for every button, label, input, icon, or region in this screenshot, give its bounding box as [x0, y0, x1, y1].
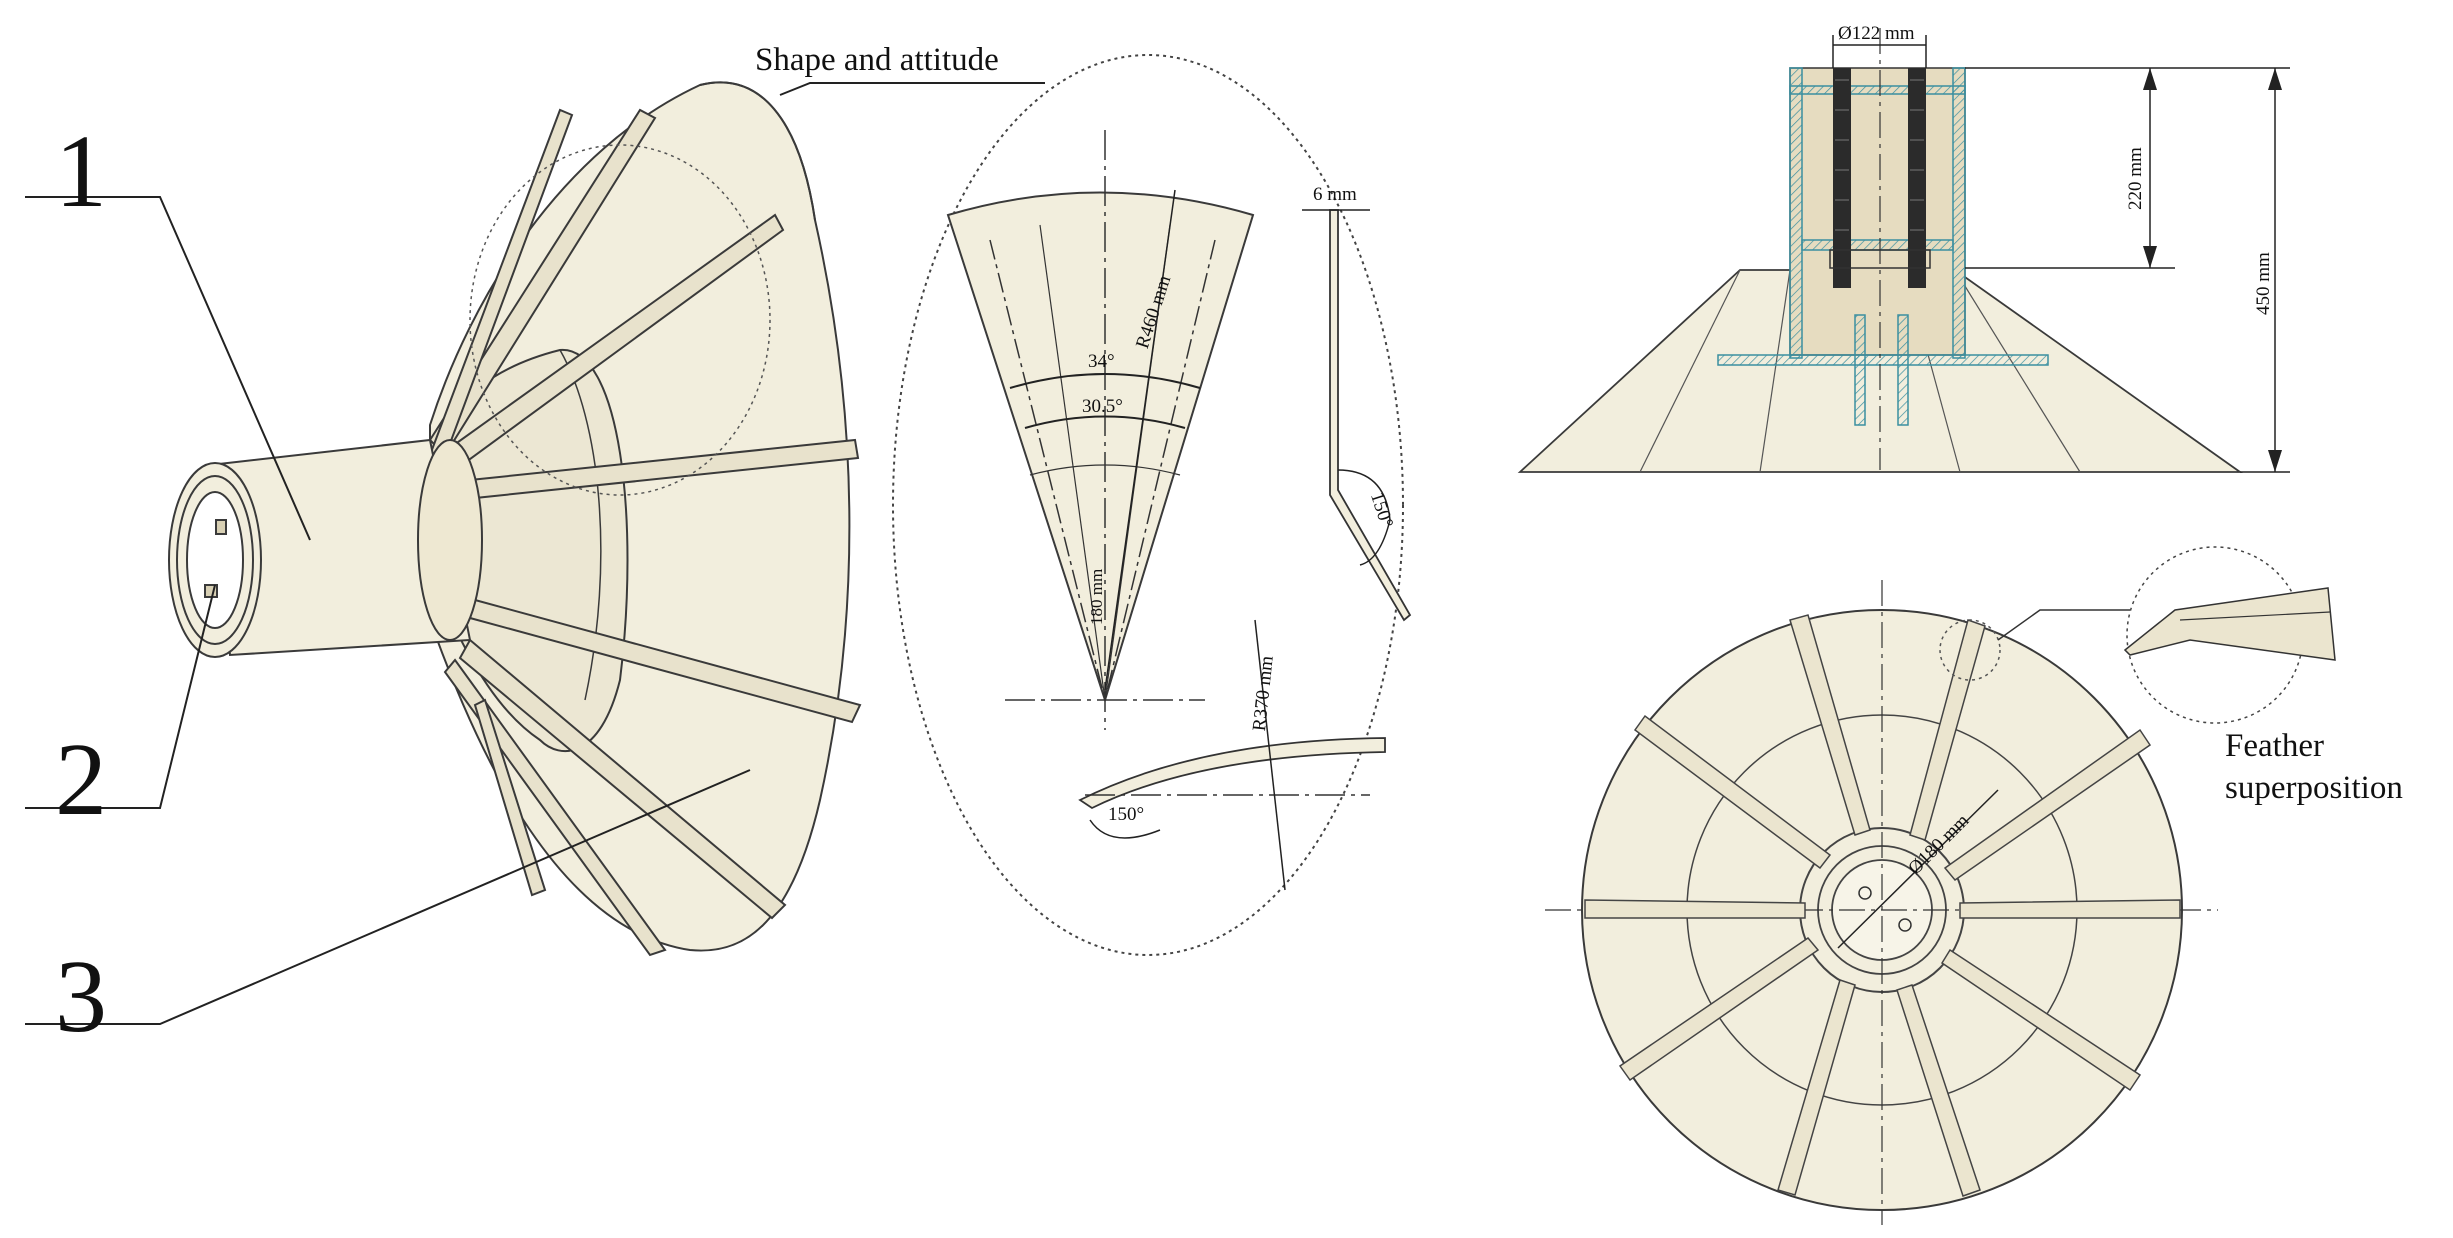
hub-cylinder	[168, 438, 483, 658]
callout-3: 3	[55, 939, 107, 1054]
leader-lines	[25, 82, 1045, 1025]
leader-1	[25, 196, 311, 541]
dim-height-450: 450 mm	[2253, 252, 2274, 315]
dim-diameter-122: Ø122 mm	[1838, 23, 1915, 44]
dim-height-220: 220 mm	[2125, 147, 2146, 210]
blade-side-profile	[1329, 209, 1412, 622]
dim-angle-34: 34°	[1088, 351, 1115, 372]
blade-detail-ellipse	[892, 54, 1404, 956]
leader-3	[25, 769, 751, 1025]
section-bolt-left	[1833, 68, 1851, 288]
caption-shape-attitude: Shape and attitude	[755, 42, 999, 78]
dim-thickness-6: 6 mm	[1313, 184, 1357, 205]
dim-length-180: 180 mm	[1087, 568, 1106, 625]
leader-2	[25, 584, 216, 809]
isometric-disc-view	[168, 81, 862, 957]
section-view	[1517, 28, 2290, 473]
blade-flange-profile	[1078, 737, 1386, 810]
dim-angle-30-5: 30.5°	[1082, 396, 1123, 417]
top-view-vanes	[1584, 614, 2181, 1197]
top-view	[1545, 546, 2336, 1225]
blade-detail-view	[892, 54, 1412, 956]
feather-detail-shape	[2123, 587, 2336, 661]
leader-shape-attitude	[779, 82, 1045, 96]
zoom-circle-small	[469, 144, 771, 496]
caption-feather-line1: Feather	[2225, 728, 2324, 764]
caption-feather-line2: superposition	[2225, 770, 2403, 806]
section-hub-body	[1789, 67, 1966, 356]
callout-1: 1	[55, 114, 107, 229]
blade-sector	[946, 191, 1255, 704]
section-bolt-right	[1908, 68, 1926, 288]
dim-angle-150-bottom: 150°	[1108, 804, 1145, 825]
callout-2: 2	[55, 722, 107, 837]
